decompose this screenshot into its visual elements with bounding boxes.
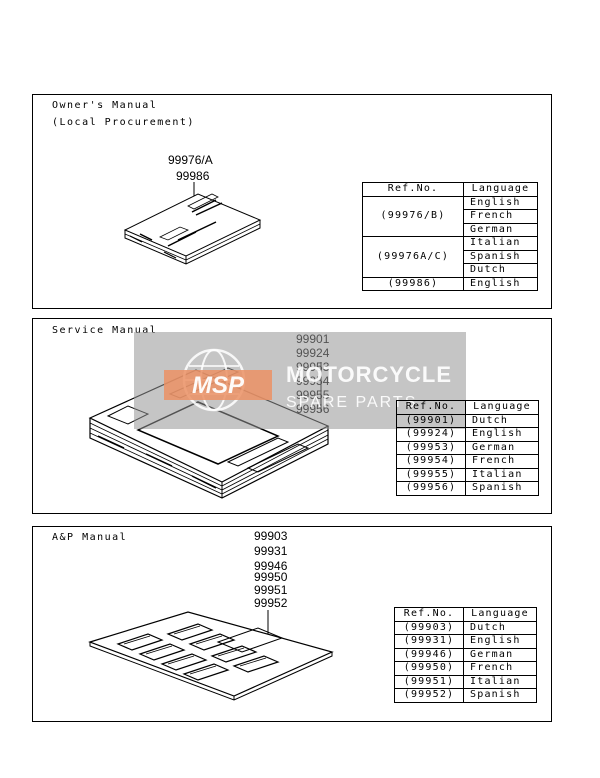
language: Spanish — [463, 249, 538, 264]
table-header-ref: Ref.No. — [394, 607, 464, 622]
ref-number: (99953) — [396, 440, 466, 455]
language: Italian — [463, 674, 537, 689]
owners-manual-ref-table: Ref.No. Language (99976/B) English Frenc… — [362, 182, 538, 291]
table-header-ref: Ref.No. — [362, 182, 464, 197]
ref-number: (99951) — [394, 674, 464, 689]
language: French — [463, 209, 538, 224]
ref-number: (99901) — [396, 413, 466, 428]
table-header-ref: Ref.No. — [396, 400, 466, 415]
language: Spanish — [465, 481, 539, 496]
ref-number: (99903) — [394, 620, 464, 635]
ap-manual-ref-table: Ref.No. Language (99903)Dutch (99931)Eng… — [394, 607, 537, 703]
watermark-subtitle: SPARE PARTS — [286, 394, 418, 411]
callout-label: 99903 — [254, 529, 288, 543]
language: Dutch — [465, 413, 539, 428]
callout-label: 99976/A — [168, 153, 213, 167]
watermark-title: MOTORCYCLE — [286, 362, 453, 387]
owners-manual-illustration — [123, 182, 262, 265]
language: English — [463, 276, 538, 291]
table-row: (99901)Dutch — [396, 413, 539, 428]
ref-number: (99976A/C) — [362, 236, 464, 278]
language: German — [463, 647, 537, 662]
table-header-language: Language — [463, 607, 537, 622]
ref-number: (99924) — [396, 427, 466, 442]
ap-manual-illustration — [88, 610, 334, 701]
language: French — [465, 454, 539, 469]
language: English — [463, 634, 537, 649]
table-row: (99946)German — [394, 647, 537, 662]
table-header-language: Language — [463, 182, 538, 197]
language: German — [465, 440, 539, 455]
language: Dutch — [463, 263, 538, 278]
table-row: (99952)Spanish — [394, 688, 537, 703]
table-row: (99956)Spanish — [396, 481, 539, 496]
owners-manual-subtitle: (Local Procurement) — [52, 117, 195, 128]
ref-number: (99954) — [396, 454, 466, 469]
table-row: (99953)German — [396, 440, 539, 455]
language: Dutch — [463, 620, 537, 635]
ref-number: (99946) — [394, 647, 464, 662]
table-row: (99951)Italian — [394, 674, 537, 689]
callout-label: 99951 — [254, 583, 288, 597]
ref-number: (99950) — [394, 661, 464, 676]
ref-number: (99976/B) — [362, 195, 464, 237]
globe-logo: MSP — [164, 348, 272, 412]
table-row: (99955)Italian — [396, 467, 539, 482]
service-manual-title: Service Manual — [52, 325, 158, 336]
table-header-language: Language — [465, 400, 539, 415]
table-row: (99950)French — [394, 661, 537, 676]
table-row: (99954)French — [396, 454, 539, 469]
ref-number: (99956) — [396, 481, 466, 496]
ap-manual-title: A&P Manual — [52, 532, 128, 543]
table-row: (99924)English — [396, 427, 539, 442]
language: English — [465, 427, 539, 442]
ref-number: (99955) — [396, 467, 466, 482]
owners-manual-title: Owner's Manual — [52, 100, 158, 111]
callout-label: 99950 — [254, 570, 288, 584]
callout-label: 99946 — [254, 559, 288, 573]
language: French — [463, 661, 537, 676]
language: Italian — [465, 467, 539, 482]
callout-label: 99931 — [254, 544, 288, 558]
language: German — [463, 222, 538, 237]
language: English — [463, 195, 538, 210]
callout-label: 99952 — [254, 596, 288, 610]
language: Spanish — [463, 688, 537, 703]
service-manual-ref-table: Ref.No. Language (99901)Dutch (99924)Eng… — [396, 400, 539, 496]
table-row: (99903)Dutch — [394, 620, 537, 635]
ref-number: (99931) — [394, 634, 464, 649]
ref-number: (99952) — [394, 688, 464, 703]
callout-label: 99986 — [176, 169, 210, 183]
table-row: (99931)English — [394, 634, 537, 649]
watermark-logo-text: MSP — [192, 372, 245, 399]
ref-number: (99986) — [362, 276, 464, 291]
language: Italian — [463, 236, 538, 251]
